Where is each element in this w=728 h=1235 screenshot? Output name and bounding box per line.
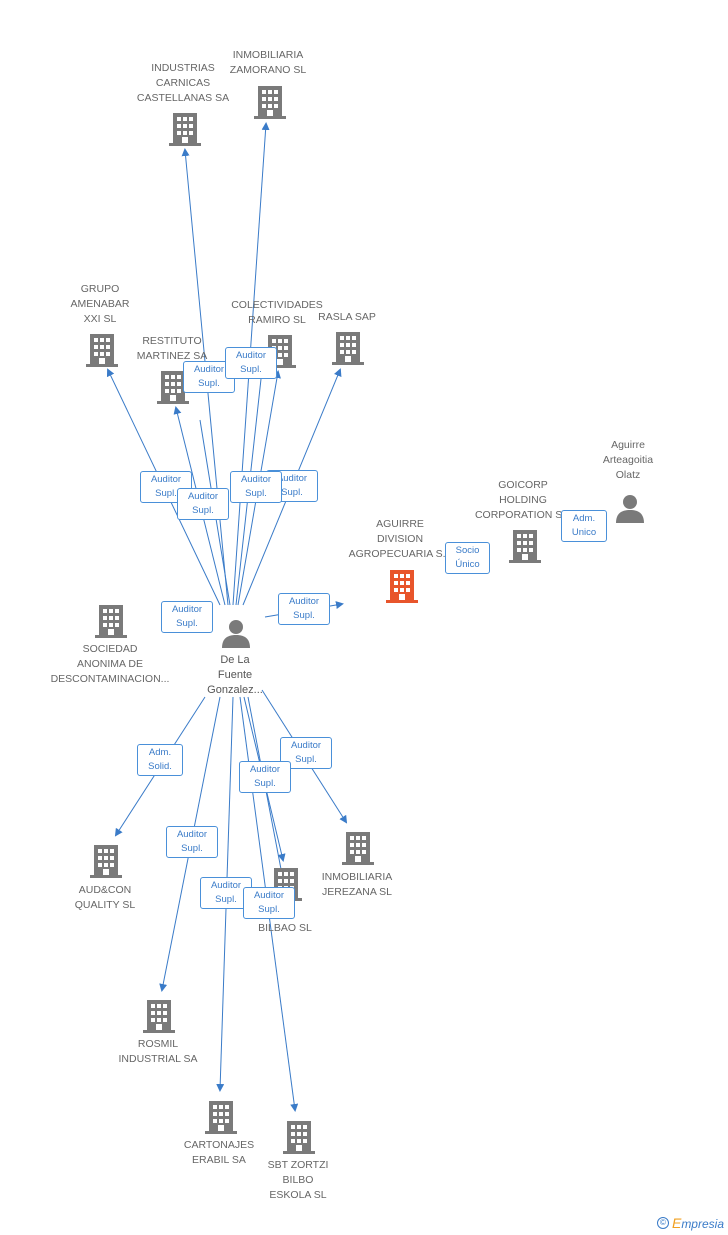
edge-label[interactable]: Auditor Supl. [225,347,277,379]
edge-label[interactable]: Auditor Supl. [230,471,282,503]
building-icon[interactable] [86,332,118,373]
node-sociedad-anonima: SOCIEDAD ANONIMA DE DESCONTAMINACION... [50,643,170,685]
building-icon[interactable] [332,330,364,371]
building-icon[interactable] [169,111,201,152]
building-icon[interactable] [283,1119,315,1160]
edge-label[interactable]: Auditor Supl. [166,826,218,858]
node-inmobiliaria-zamorano: INMOBILIARIA ZAMORANO SL [229,49,307,76]
node-grupo-amenabar: GRUPO AMENABAR XXI SL [70,283,130,325]
person-icon[interactable] [221,618,251,653]
node-industrias-carnicas: INDUSTRIAS CARNICAS CASTELLANAS SA [136,62,230,104]
node-restituto-martinez: RESTITUTO MARTINEZ SA [136,335,208,362]
edge-label[interactable]: Auditor Supl. [278,593,330,625]
building-icon[interactable] [157,369,189,410]
node-rosmil-industrial: ROSMIL INDUSTRIAL SA [118,1038,198,1065]
node-sbt-zortzi: SBT ZORTZI BILBO ESKOLA SL [267,1159,329,1201]
copyright-icon: © [656,1217,669,1229]
node-audcon-quality: AUD&CON QUALITY SL [74,884,136,911]
node-de-la-fuente: De La Fuente Gonzalez... [207,654,263,696]
building-icon[interactable] [90,843,122,884]
node-rasla-sap: RASLA SAP [318,311,376,323]
building-icon[interactable] [95,603,127,644]
edge-label[interactable]: Auditor Supl. [161,601,213,633]
empresia-logo: © Empresia [656,1215,724,1231]
edge-bilbao-2 [247,696,286,891]
person-icon[interactable] [615,493,645,528]
building-icon[interactable] [143,998,175,1039]
building-icon[interactable] [509,528,541,569]
node-aguirre-division: AGUIRRE DIVISION AGROPECUARIA S... [348,518,452,560]
edge-label[interactable]: Socio Único [445,542,490,574]
edge-label[interactable]: Adm. Unico [561,510,607,542]
node-colectividades-ramiro: COLECTIVIDADES RAMIRO SL [231,299,323,326]
node-cartonajes-erabil: CARTONAJES ERABIL SA [183,1139,255,1166]
building-icon[interactable] [205,1099,237,1140]
node-aguirre-person: Aguirre Arteagoitia Olatz [602,439,654,481]
edge-label[interactable]: Adm. Solid. [137,744,183,776]
edge-label[interactable]: Auditor Supl. [243,887,295,919]
edge-label[interactable]: Auditor Supl. [177,488,229,520]
building-icon[interactable] [342,830,374,871]
building-icon-highlight[interactable] [386,568,418,609]
node-inmobiliaria-jerezana: INMOBILIARIA JEREZANA SL [321,871,393,898]
building-icon[interactable] [254,84,286,125]
edge-label[interactable]: Auditor Supl. [239,761,291,793]
